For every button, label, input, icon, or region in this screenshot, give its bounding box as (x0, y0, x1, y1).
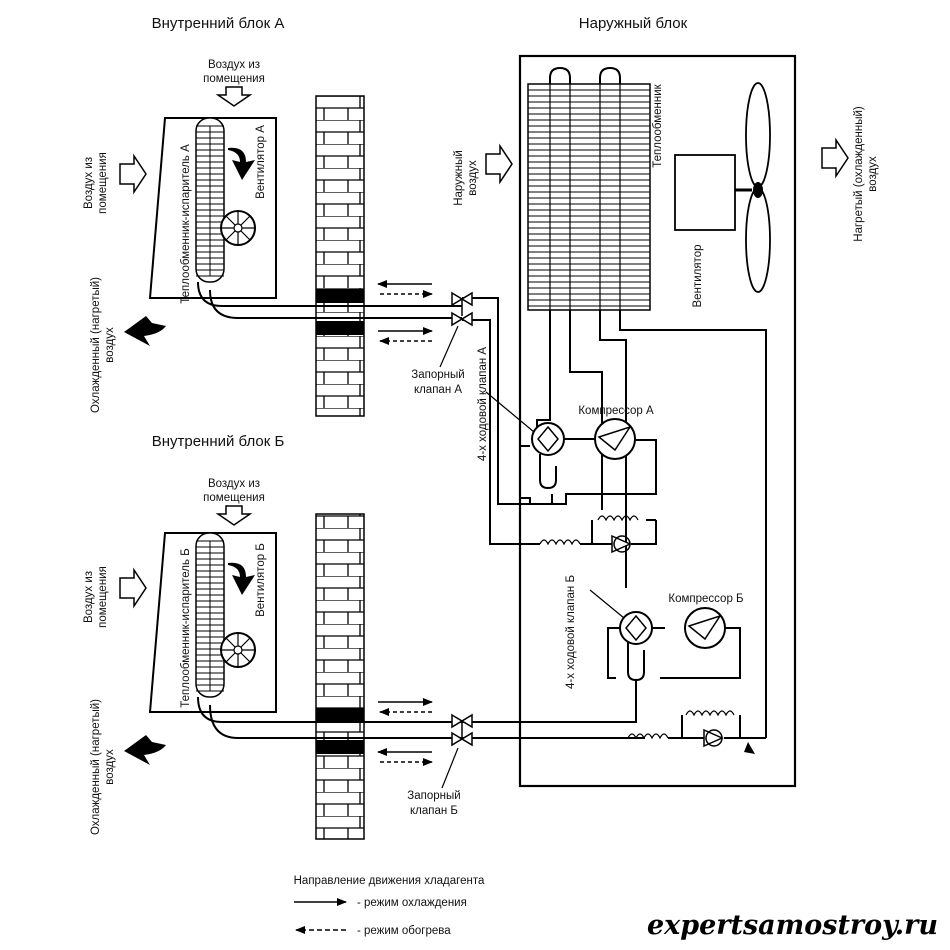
compressor-a-group: Компрессор А 4-х ходовой клапан А (477, 347, 657, 505)
condenser-fins (528, 89, 650, 307)
shutoff-valve-b[interactable] (451, 713, 473, 747)
air-in-top-arrow-icon (215, 505, 253, 526)
wall-top (315, 95, 365, 417)
heat-exchanger-label: Теплообменник (652, 83, 664, 167)
four-way-valve-b-icon[interactable] (619, 611, 653, 645)
fan-a-label: Вентилятор А (255, 125, 267, 199)
air-in-side-b-line2: помещения (97, 566, 109, 628)
coil-a (597, 515, 639, 522)
air-in-top-arrow-icon (215, 86, 253, 107)
indoor-unit-a-title: Внутренний блок А (152, 15, 285, 32)
fan-blade-top (745, 82, 771, 188)
four-way-valve-b-label: 4-х ходовой клапан Б (565, 575, 577, 689)
outdoor-air-in-line1: Наружный (453, 150, 465, 206)
air-out-b-line1: Охлажденный (нагретый) (90, 699, 102, 835)
check-valve-a-icon (611, 534, 632, 554)
legend-heating-label: - режим обогрева (357, 925, 451, 937)
fan-rotation-arrow-icon (228, 147, 255, 180)
check-valve-b-icon (703, 728, 724, 748)
air-in-top-b-line2: помещения (203, 492, 265, 504)
flow-arrows-a (377, 280, 433, 345)
outdoor-air-out-line1: Нагретый (охлажденный) (853, 106, 865, 242)
legend-cooling-label: - режим охлаждения (357, 897, 467, 909)
air-out-b-line2: воздух (104, 749, 116, 785)
outdoor-unit-title: Наружный блок (579, 15, 688, 32)
evaporator-b-label: Теплообменник-испаритель Б (180, 548, 192, 707)
air-out-a-line1: Охлажденный (нагретый) (90, 277, 102, 413)
air-in-top-a-line1: Воздух из (208, 59, 260, 71)
compressor-b-group: Компрессор Б 4-х ходовой клапан Б (565, 575, 744, 689)
legend: Направление движения хладагента - режим … (294, 875, 485, 937)
shutoff-valve-a-label-line1: Запорный (411, 369, 464, 381)
air-in-top-a-line2: помещения (203, 73, 265, 85)
air-in-side-arrow-icon (119, 153, 147, 195)
compressor-b-label: Компрессор Б (668, 593, 743, 605)
condenser-coil (527, 83, 651, 311)
evaporator-a-label: Теплообменник-испаритель А (180, 144, 192, 304)
watermark: expertsamostroy.ru (647, 910, 938, 941)
air-in-side-a-line1: Воздух из (83, 157, 95, 209)
shutoff-valve-a-label-line2: клапан А (414, 384, 462, 396)
compressor-a-label: Компрессор А (578, 405, 654, 417)
air-in-side-a-line2: помещения (97, 152, 109, 214)
air-in-top-b-line1: Воздух из (208, 478, 260, 490)
pipes-unit-a (197, 281, 553, 545)
air-in-side-b-line1: Воздух из (83, 571, 95, 623)
air-out-arrow-icon (124, 735, 166, 765)
capillary-tube-b (627, 733, 669, 740)
outdoor-air-in-arrow-icon (485, 143, 513, 185)
shutoff-valve-b-label-line1: Запорный (407, 790, 460, 802)
four-way-valve-a-label: 4-х ходовой клапан А (477, 347, 489, 461)
fan-b-label: Вентилятор Б (255, 543, 267, 617)
outdoor-air-out-arrow-icon (821, 137, 849, 179)
outdoor-fan-label: Вентилятор (692, 245, 704, 308)
flow-arrows-b (377, 698, 433, 766)
outdoor-unit: Наружный воздух Теплообменник Вентилятор… (453, 54, 879, 788)
wall-bottom (315, 513, 365, 840)
coil-b (685, 710, 735, 717)
legend-title: Направление движения хладагента (294, 875, 485, 887)
indoor-unit-b-title: Внутренний блок Б (152, 433, 285, 450)
shutoff-valve-b-label-line2: клапан Б (410, 805, 458, 817)
outdoor-air-in-line2: воздух (467, 160, 479, 196)
indoor-unit-b: Воздух из помещения Воздух из помещения … (83, 478, 277, 835)
air-out-arrow-icon (124, 316, 166, 346)
outdoor-air-out-line2: воздух (867, 156, 879, 192)
fan-motor (674, 154, 736, 231)
condenser-u-bends (549, 66, 621, 84)
air-in-side-arrow-icon (119, 567, 147, 609)
capillary-tube-a (539, 539, 581, 546)
indoor-unit-a: Воздух из помещения Воздух из помещения … (83, 59, 277, 413)
fan-rotation-arrow-icon (228, 562, 255, 595)
shutoff-valve-a[interactable] (451, 291, 473, 327)
fan-blade-bottom (745, 187, 771, 293)
air-out-a-line2: воздух (104, 327, 116, 363)
